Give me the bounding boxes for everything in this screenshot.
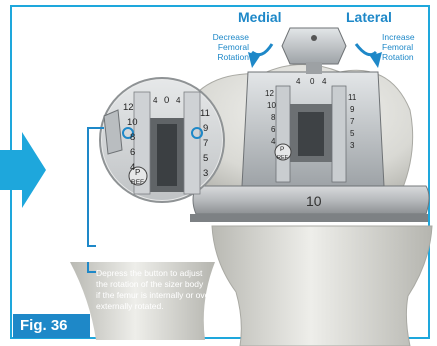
knob-stem (306, 62, 322, 74)
medial-label: Medial (238, 9, 282, 25)
increase-label-2: Femoral (382, 42, 413, 52)
mag-left-scale-3: 6 (130, 147, 135, 158)
body-right-scale-4: 3 (350, 141, 355, 150)
mag-angle-2: 4 (176, 96, 181, 105)
sizes-note-2: staggered on both sides (96, 235, 187, 245)
body-ref-p: P (280, 146, 284, 153)
body-left-scale-4: 4 (271, 137, 276, 146)
depress-note-1: Depress the button to adjust (96, 268, 203, 278)
body-right-scale-3: 5 (350, 129, 355, 138)
body-left-scale-2: 8 (271, 113, 276, 122)
mag-left-scale-1: 10 (127, 117, 138, 128)
mag-ref-label: REF (131, 179, 144, 186)
increase-arrow (356, 44, 376, 55)
mag-angle-0: 4 (153, 96, 158, 105)
body-angle-1: 0 (310, 77, 315, 86)
tibia (212, 226, 432, 346)
plate-number: 10 (306, 193, 322, 209)
depress-note-2: the rotation of the sizer body (96, 279, 204, 289)
callout-arrow (0, 132, 46, 208)
body-right-scale-1: 9 (350, 105, 355, 114)
mag-right-scale-0: 11 (200, 108, 210, 119)
mag-right-scale-4: 3 (203, 168, 208, 179)
decrease-label-3: Rotation (217, 52, 249, 62)
body-ref-label: REF (277, 155, 289, 161)
depress-note-3: if the femur is internally or over (96, 290, 212, 300)
body-left-scale-1: 10 (267, 101, 276, 110)
mag-ref-p: P (135, 168, 140, 177)
depress-note-4: externally rotated. (96, 301, 164, 311)
sizer-window-inner (298, 112, 324, 156)
mag-right-scale-2: 7 (203, 138, 208, 149)
increase-label-1: Increase (382, 32, 415, 42)
knob-hole (311, 35, 317, 41)
sizes-note-1: Femoral sizes are (96, 224, 164, 234)
lateral-label: Lateral (346, 9, 392, 25)
figure-label: Fig. 36 (13, 314, 90, 338)
mag-angle-1: 0 (164, 95, 169, 106)
sizes-note-3: of the Zimmer FuZion Sizer. (96, 246, 201, 256)
rail-right (332, 86, 346, 182)
plate-groove (190, 214, 428, 222)
body-left-scale-3: 6 (271, 125, 276, 134)
rail-left (276, 86, 290, 182)
mag-left-scale-2: 8 (130, 132, 135, 143)
rotation-knob (282, 28, 346, 64)
body-angle-2: 4 (322, 77, 327, 86)
decrease-label-2: Femoral (218, 42, 249, 52)
magnifier-rail-right (184, 92, 200, 194)
body-left-scale-0: 12 (265, 89, 274, 98)
decrease-arrow (252, 44, 272, 55)
decrease-label-1: Decrease (213, 32, 250, 42)
body-right-scale-0: 11 (348, 93, 357, 102)
mag-left-scale-0: 12 (123, 102, 134, 113)
body-angle-0: 4 (296, 77, 301, 86)
mag-right-scale-3: 5 (203, 153, 208, 164)
increase-label-3: Rotation (382, 52, 414, 62)
body-right-scale-2: 7 (350, 117, 355, 126)
mag-right-scale-1: 9 (203, 123, 208, 134)
